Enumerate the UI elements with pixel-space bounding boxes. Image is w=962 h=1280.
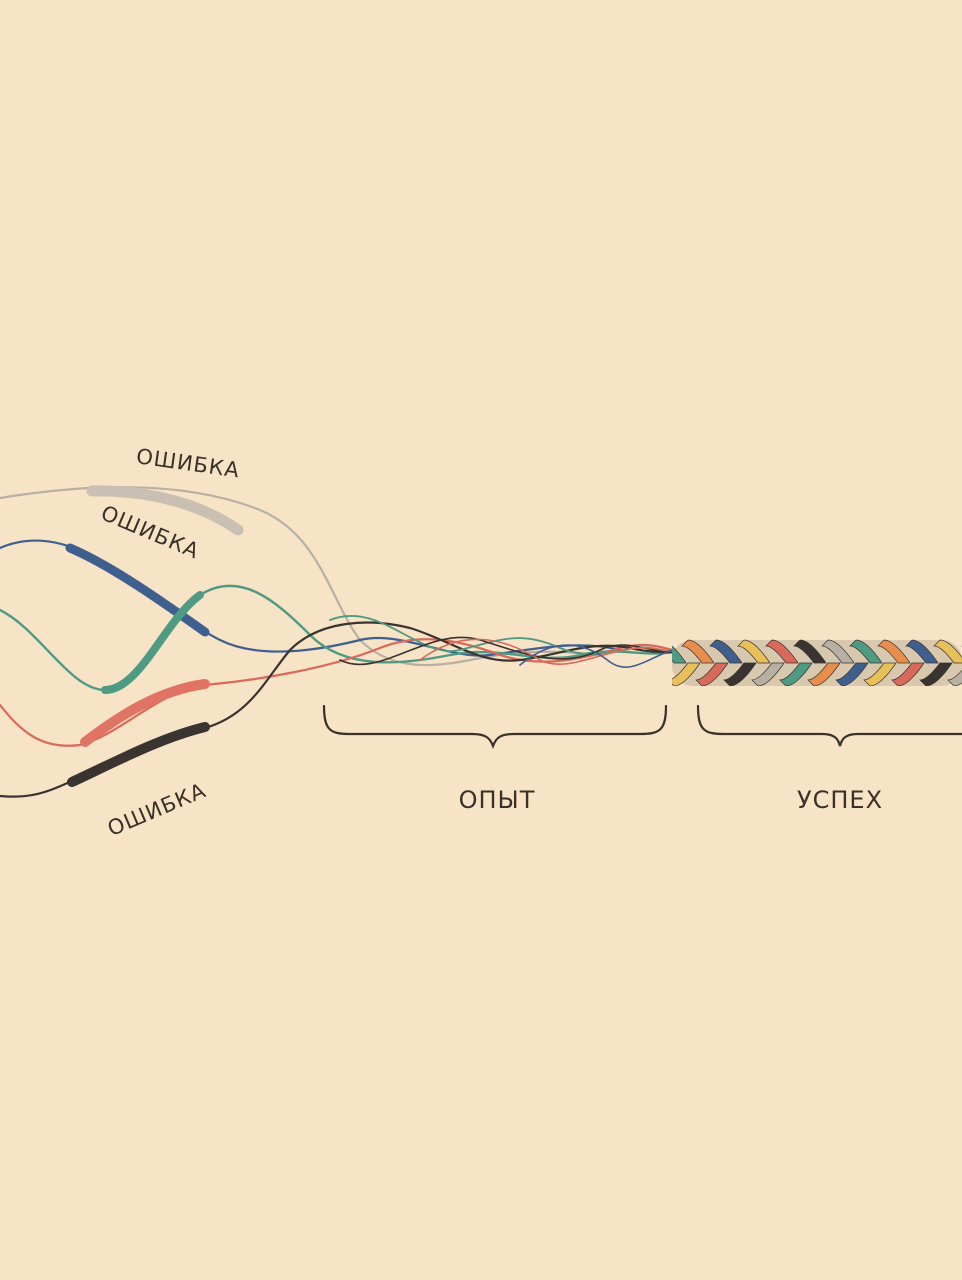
- tangle-1: [329, 615, 661, 655]
- curly-brace-icon: [322, 704, 668, 750]
- mistake-segment-red: [80, 679, 210, 747]
- braid-strand: [877, 639, 911, 664]
- experience-label: ОПЫТ: [459, 786, 536, 814]
- loose-threads: [0, 485, 702, 798]
- success-label: УСПЕХ: [797, 786, 883, 814]
- mistake-label-bottom: ОШИБКА: [104, 778, 209, 841]
- braid-strand: [793, 639, 827, 664]
- mistake-segment-gray: [86, 485, 244, 536]
- braid-strand: [891, 662, 925, 686]
- braid-strand: [672, 645, 687, 664]
- mistake-segment-black: [67, 722, 210, 787]
- braid-strand: [695, 662, 729, 686]
- tangle-4: [519, 644, 691, 668]
- braid-strand: [849, 639, 883, 664]
- braid-strand: [672, 662, 701, 686]
- braid-strand: [751, 662, 785, 686]
- mistake-segment-green: [101, 591, 204, 694]
- mistake-label-top: ОШИБКА: [135, 444, 242, 482]
- tangle-2: [339, 636, 691, 666]
- braid-strand: [835, 662, 869, 686]
- tangle-3: [419, 638, 701, 665]
- braided-rope: [672, 639, 962, 686]
- braid-strand: [737, 639, 771, 664]
- braid-strand: [681, 639, 715, 664]
- braid-strand: [709, 639, 743, 664]
- braid-strand: [863, 662, 897, 686]
- curly-brace-icon: [696, 704, 962, 747]
- mistake-segment-blue: [65, 543, 210, 637]
- braid-strand: [723, 662, 757, 686]
- thread-green: [0, 584, 682, 692]
- braid-strand: [933, 639, 962, 664]
- braid-strand: [919, 662, 953, 686]
- braid-strand: [779, 662, 813, 686]
- braid-strand: [765, 639, 799, 664]
- braid-strand: [807, 662, 841, 686]
- braid-strand: [947, 669, 962, 686]
- braid-strand: [821, 639, 855, 664]
- braid-strand: [905, 639, 939, 664]
